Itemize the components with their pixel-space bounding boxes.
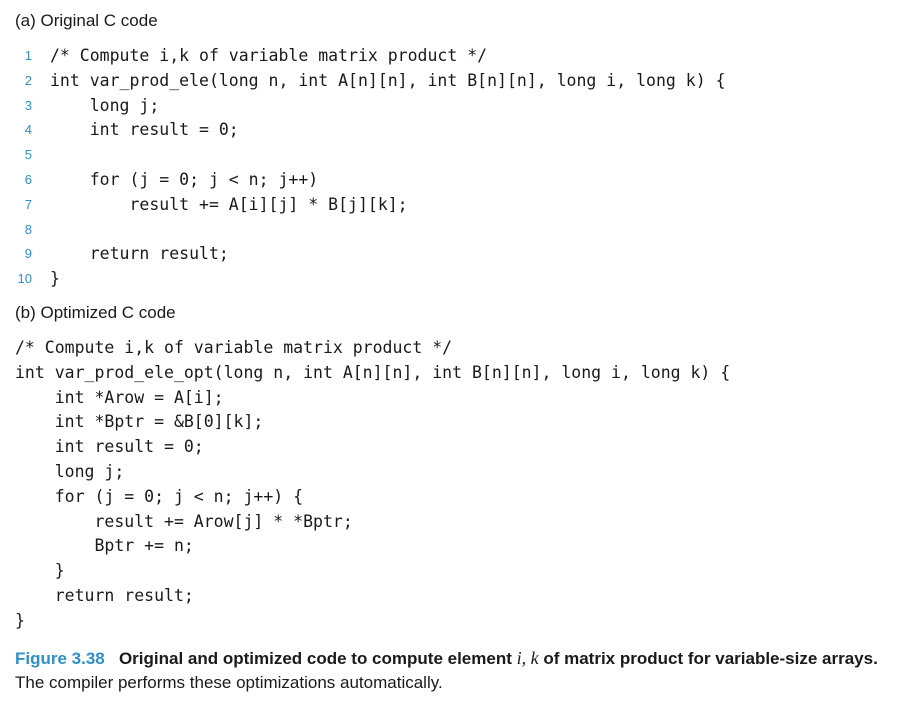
code-line: 7 result += A[i][j] * B[j][k]; <box>0 193 916 218</box>
figure-label: Figure 3.38 <box>15 649 105 668</box>
line-code: return result; <box>50 244 229 264</box>
optimized-code-listing: /* Compute i,k of variable matrix produc… <box>15 336 915 634</box>
caption-title-part2: of matrix product for variable-size arra… <box>543 649 878 668</box>
line-code: int var_prod_ele(long n, int A[n][n], in… <box>50 70 726 90</box>
line-code: /* Compute i,k of variable matrix produc… <box>50 46 488 65</box>
code-line: long j; <box>15 460 915 485</box>
code-line: 10} <box>0 267 916 292</box>
code-line: 2 int var_prod_ele(long n, int A[n][n], i… <box>0 69 916 94</box>
line-number: 10 <box>17 271 32 287</box>
line-code: int result = 0; <box>15 437 204 457</box>
caption-math: i, k <box>516 648 539 668</box>
line-code: Bptr += n; <box>15 536 194 556</box>
line-number: 2 <box>24 72 32 88</box>
line-code: for (j = 0; j < n; j++) { <box>15 486 304 506</box>
code-line: Bptr += n; <box>15 534 915 559</box>
caption-title-part1: Original and optimized code to compute e… <box>118 649 512 668</box>
line-code: } <box>15 561 65 581</box>
code-line: 3 long j; <box>0 94 916 119</box>
original-code-listing: 1 /* Compute i,k of variable matrix produ… <box>0 44 916 292</box>
section-b-heading: (b) Optimized C code <box>15 303 176 322</box>
caption-body: The compiler performs these optimization… <box>15 673 443 692</box>
section-a-heading: (a) Original C code <box>15 11 158 30</box>
line-code: return result; <box>15 585 194 605</box>
line-number: 6 <box>24 171 32 187</box>
line-code: result += A[i][j] * B[j][k]; <box>50 194 408 214</box>
line-code: int *Arow = A[i]; <box>15 387 224 407</box>
line-number: 9 <box>24 246 32 262</box>
code-line: 6 for (j = 0; j < n; j++) <box>0 168 916 193</box>
line-code: /* Compute i,k of variable matrix produc… <box>15 338 453 357</box>
code-line: int *Bptr = &B[0][k]; <box>15 410 915 435</box>
code-line: 4 int result = 0; <box>0 118 916 143</box>
line-number: 4 <box>24 122 32 138</box>
code-line: return result; <box>15 584 915 609</box>
line-number: 1 <box>24 48 32 63</box>
line-code: for (j = 0; j < n; j++) <box>50 169 319 189</box>
figure-caption: Figure 3.38 Original and optimized code … <box>15 646 910 695</box>
line-code: int *Bptr = &B[0][k]; <box>15 412 264 432</box>
code-line: result += Arow[j] * *Bptr; <box>15 510 915 535</box>
line-code: long j; <box>50 95 160 115</box>
code-line: } <box>15 559 915 584</box>
line-code: } <box>50 269 60 289</box>
line-code: } <box>15 610 25 630</box>
line-code: long j; <box>15 461 125 481</box>
code-line: } <box>15 609 915 634</box>
code-line: for (j = 0; j < n; j++) { <box>15 485 915 510</box>
code-line: 9 return result; <box>0 242 916 267</box>
line-code: int var_prod_ele_opt(long n, int A[n][n]… <box>15 362 731 382</box>
code-line: 1 /* Compute i,k of variable matrix produ… <box>0 44 916 69</box>
code-line: int result = 0; <box>15 435 915 460</box>
code-line: 5 <box>0 143 916 168</box>
line-number: 8 <box>24 221 32 237</box>
line-number: 7 <box>24 196 32 212</box>
code-line: int *Arow = A[i]; <box>15 386 915 411</box>
code-line: /* Compute i,k of variable matrix produc… <box>15 336 915 361</box>
line-code: result += Arow[j] * *Bptr; <box>15 511 353 531</box>
code-line: 8 <box>0 218 916 243</box>
code-line: int var_prod_ele_opt(long n, int A[n][n]… <box>15 361 915 386</box>
line-number: 3 <box>24 97 32 113</box>
line-number: 5 <box>24 147 32 163</box>
line-code: int result = 0; <box>50 120 239 140</box>
